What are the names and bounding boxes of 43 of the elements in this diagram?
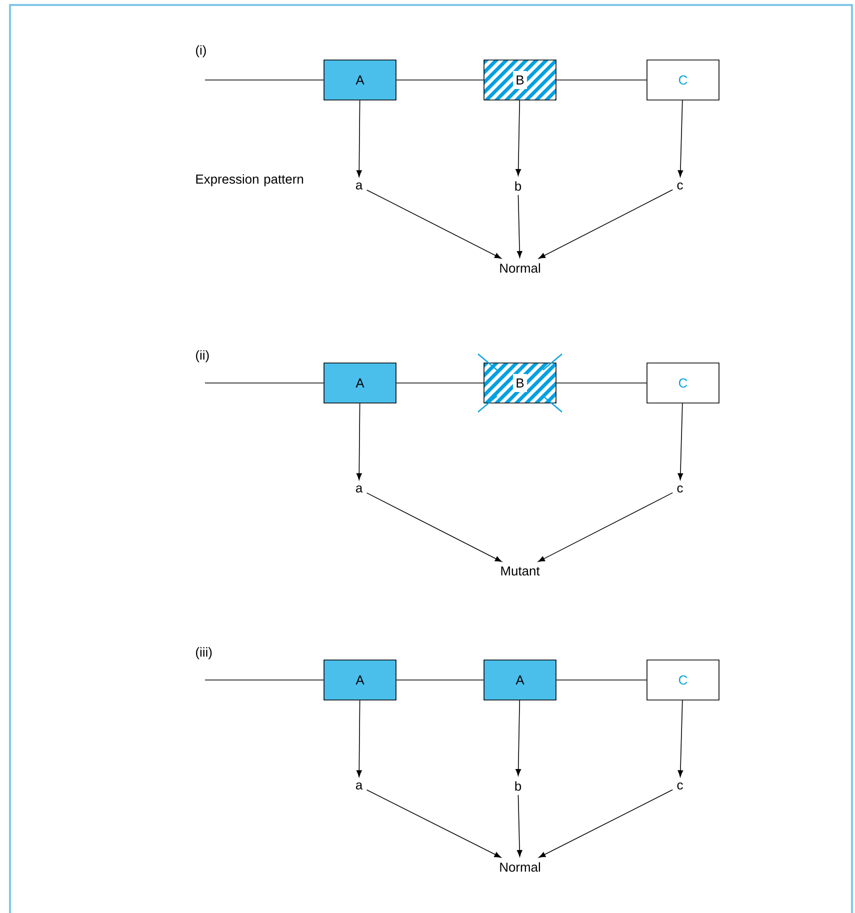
arrow [366, 492, 502, 562]
gene-box: A [324, 362, 396, 404]
arrow [538, 789, 673, 858]
gene-box: A [324, 660, 396, 700]
arrow [516, 794, 522, 857]
node-label: a [356, 782, 363, 790]
arrow [516, 100, 522, 176]
panel-label: (i) [196, 45, 206, 58]
arrow [538, 189, 673, 259]
node-label: c [677, 782, 683, 790]
arrow [356, 700, 362, 777]
arrow [678, 100, 684, 178]
gene-box: C [646, 660, 720, 700]
arrow [516, 700, 522, 776]
panel-label: (iii) [196, 647, 212, 660]
arrow [678, 403, 684, 480]
arrow [356, 403, 362, 480]
node-label: b [515, 781, 522, 791]
gene-box: C [646, 362, 720, 404]
arrow [366, 190, 502, 259]
node-label: c [677, 182, 683, 190]
connector-line [396, 382, 484, 384]
panel-label: (ii) [196, 350, 209, 362]
gene-box: B [484, 362, 556, 404]
arrow [538, 492, 673, 562]
panel-label: Expression pattern [196, 174, 304, 186]
node-label: b [515, 181, 522, 191]
node-label: Normal [500, 263, 540, 273]
node-label: Mutant [501, 566, 540, 576]
arrow [678, 700, 684, 777]
arrow [366, 790, 502, 858]
node-label: Normal [500, 862, 540, 872]
gene-box: C [646, 60, 720, 100]
arrow [516, 194, 522, 258]
node-label: a [356, 485, 363, 493]
node-label: c [677, 485, 683, 493]
gene-box: B [484, 60, 556, 100]
connector-line [204, 382, 324, 384]
connector-line [556, 382, 647, 384]
gene-box: A [484, 660, 556, 700]
arrow [356, 100, 362, 178]
node-label: a [356, 182, 363, 190]
gene-box: A [324, 60, 396, 100]
